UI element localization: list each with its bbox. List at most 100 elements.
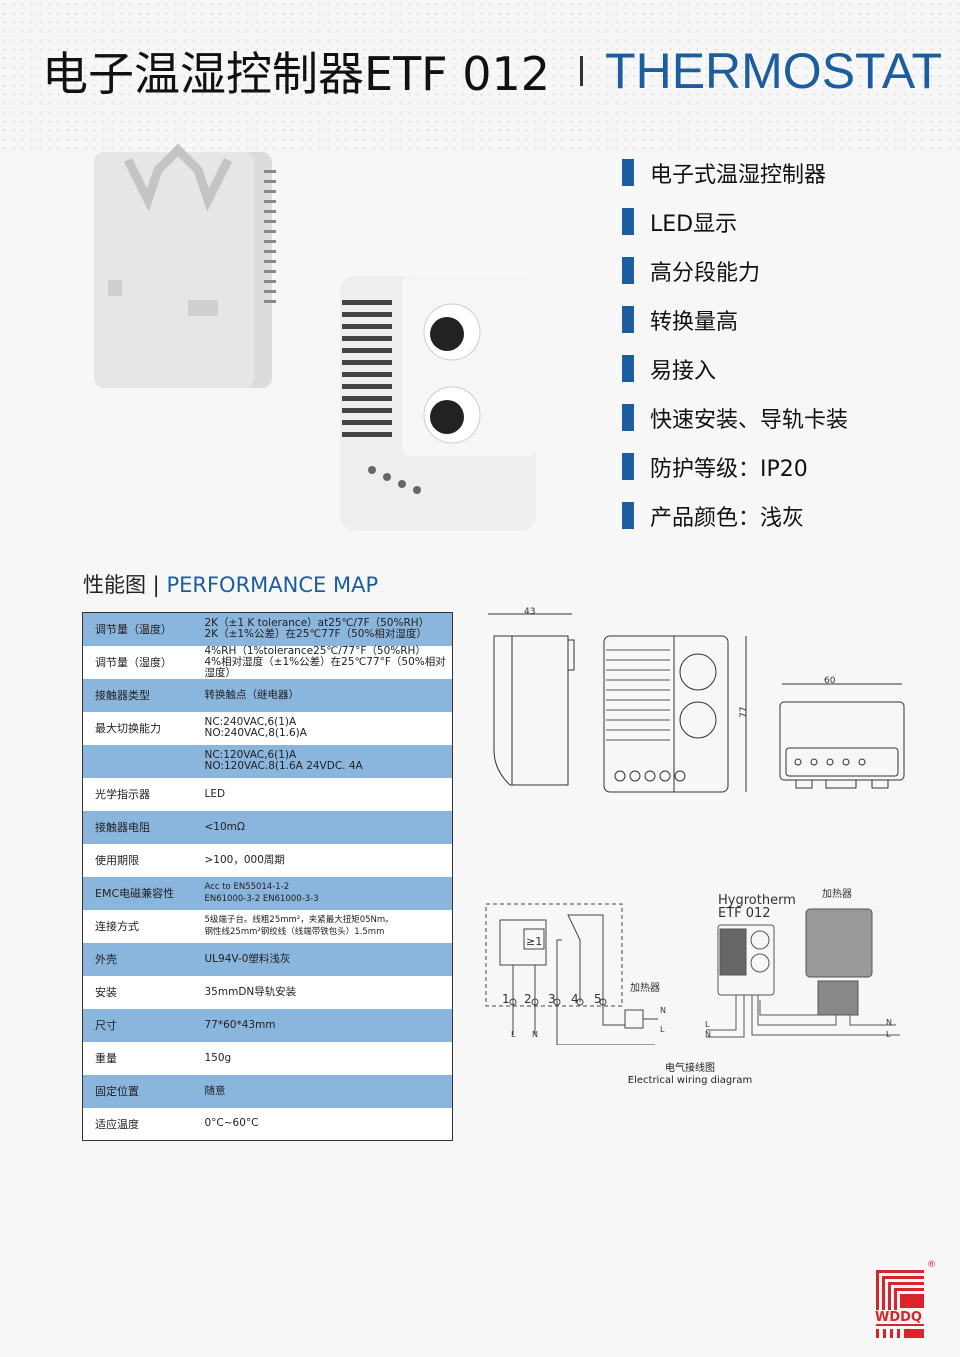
spec-value-line: UL94V-0塑料浅灰: [204, 952, 291, 965]
product-image-front: [340, 276, 536, 531]
feature-item: 转换量高: [622, 295, 848, 344]
brand-logo: WDDQ ®: [875, 1260, 936, 1338]
spec-table: 调节量（温度） 2K（±1 K tolerance）at25℃/7F（50%RH）…: [82, 612, 453, 1141]
n-label: N: [886, 1018, 892, 1027]
terminal-2-label: 2: [524, 992, 532, 1006]
spec-value-line: 转换触点（继电器）: [204, 688, 300, 701]
feature-text: 产品颜色：浅灰: [650, 505, 805, 531]
spec-value-line: 2K（±1 K tolerance）at25℃/7F（50%RH）: [204, 617, 430, 630]
spec-value-line: EN61000-3-2 EN61000-3-3: [204, 894, 319, 904]
logic-gate-label: ≥1: [526, 935, 542, 948]
spec-value-line: 2K（±1%公差）在25℃77F（50%相对湿度）: [204, 628, 427, 641]
bullet-bar: [622, 404, 634, 431]
spec-value-line: 5级端子台。线粗25mm²，夹紧最大扭矩05Nm。: [204, 915, 394, 925]
spec-row: 适应温度 0°C~60°C: [82, 1107, 453, 1141]
product-image-back: [94, 143, 276, 388]
spec-value: 150g: [205, 1042, 453, 1075]
feature-item: 快速安装、导轨卡装: [622, 393, 848, 442]
spec-label: 固定位置: [95, 1085, 139, 1098]
spec-label: 使用期限: [95, 854, 139, 867]
spec-value-line: 77*60*43mm: [204, 1018, 276, 1031]
heater-label: 加热器: [822, 887, 852, 900]
bullet-bar: [622, 453, 634, 480]
spec-value-line: 4%相对湿度（±1%公差）在25℃77°F（50%相对湿度）: [204, 655, 446, 679]
spec-row: 外壳 UL94V-0塑料浅灰: [82, 942, 453, 976]
height-label: 77: [739, 707, 749, 718]
spec-value-line: 35mmDN导轨安装: [204, 985, 297, 998]
bullet-bar: [622, 159, 634, 186]
spec-value: 0°C~60°C: [205, 1108, 453, 1141]
spec-row: 调节量（湿度） 4%RH（1%tolerance25℃/77°F（50%RH）4%…: [82, 644, 453, 679]
bullet-bar: [622, 502, 634, 529]
spec-value: 转换触点（继电器）: [205, 679, 453, 712]
spec-value-line: 0°C~60°C: [204, 1117, 259, 1130]
spec-value: >100，000周期: [205, 844, 453, 877]
terminal-1-label: 1: [502, 992, 510, 1006]
caption-en: Electrical wiring diagram: [627, 1075, 753, 1086]
width-label: 60: [824, 676, 836, 686]
spec-row: 接触器类型 转换触点（继电器）: [82, 678, 453, 712]
spec-value-line: >100，000周期: [204, 853, 285, 866]
spec-label: 尺寸: [95, 1019, 117, 1032]
performance-title-en: PERFORMANCE MAP: [166, 573, 379, 597]
page-title: 电子温湿控制器ETF 012 THERMOSTAT: [42, 38, 942, 104]
spec-label: 适应温度: [95, 1117, 139, 1131]
feature-text: 防护等级：IP20: [650, 456, 808, 482]
l-label: L: [511, 1030, 516, 1039]
feature-item: LED显示: [622, 197, 848, 246]
spec-value-line: 钢性线25mm²钢绞线（线端带铁包头）1.5mm: [204, 927, 385, 937]
spec-value: 77*60*43mm: [205, 1009, 453, 1042]
spec-value-line: 随意: [204, 1084, 226, 1097]
spec-label: 重量: [95, 1052, 117, 1065]
spec-row: 固定位置 随意: [82, 1074, 453, 1108]
spec-value-line: NO:120VAC.8(1.6A 24VDC. 4A: [204, 760, 363, 772]
title-en: THERMOSTAT: [605, 43, 943, 99]
l-label: L: [660, 1025, 665, 1034]
feature-text: 电子式温湿控制器: [650, 162, 827, 188]
bullet-bar: [622, 306, 634, 333]
heater-label: 加热器: [630, 981, 660, 994]
feature-text: LED显示: [650, 211, 738, 237]
spec-value: 随意: [205, 1075, 453, 1108]
spec-row: 使用期限 >100，000周期: [82, 843, 453, 877]
n-label: N: [532, 1030, 538, 1039]
registered-mark: ®: [927, 1260, 936, 1270]
bullet-bar: [622, 355, 634, 382]
feature-text: 易接入: [650, 358, 717, 384]
spec-value-line: 4%RH（1%tolerance25℃/77°F（50%RH）: [204, 644, 426, 657]
logo-text: WDDQ: [875, 1310, 922, 1325]
spec-row: 调节量（温度） 2K（±1 K tolerance）at25℃/7F（50%RH）…: [82, 612, 453, 646]
dimension-drawings: 43 77 60: [488, 607, 905, 793]
spec-value: 4%RH（1%tolerance25℃/77°F（50%RH）4%相对湿度（±1…: [204, 644, 453, 679]
spec-label: 调节量（湿度）: [95, 656, 172, 669]
terminal-4-label: 4: [571, 992, 579, 1006]
spec-row: 重量 150g: [82, 1041, 453, 1075]
dot-pattern-background: [0, 0, 960, 150]
spec-label: EMC电磁兼容性: [95, 887, 175, 900]
spec-value: LED: [205, 778, 453, 811]
feature-text: 高分段能力: [650, 260, 761, 286]
feature-text: 快速安装、导轨卡装: [650, 407, 849, 433]
spec-value-line: NO:240VAC,8(1.6)A: [204, 727, 307, 739]
spec-value-line: NC:120VAC,6(1)A: [204, 749, 297, 761]
spec-value-line: Acc to EN55014-1-2: [204, 882, 290, 892]
device-model: ETF 012: [718, 906, 771, 921]
bullet-bar: [622, 257, 634, 284]
feature-text: 转换量高: [650, 309, 739, 335]
spec-value-line: LED: [204, 787, 226, 800]
device-name: Hygrotherm: [718, 893, 796, 908]
spec-label: 调节量（温度）: [95, 623, 172, 637]
spec-label: 接触器类型: [95, 689, 150, 702]
spec-row: 尺寸 77*60*43mm: [82, 1008, 453, 1042]
l-label: L: [886, 1030, 891, 1039]
spec-value: 2K（±1 K tolerance）at25℃/7F（50%RH）2K（±1%公…: [205, 613, 453, 646]
spec-label: 连接方式: [95, 920, 139, 933]
spec-label: 外壳: [95, 953, 117, 966]
